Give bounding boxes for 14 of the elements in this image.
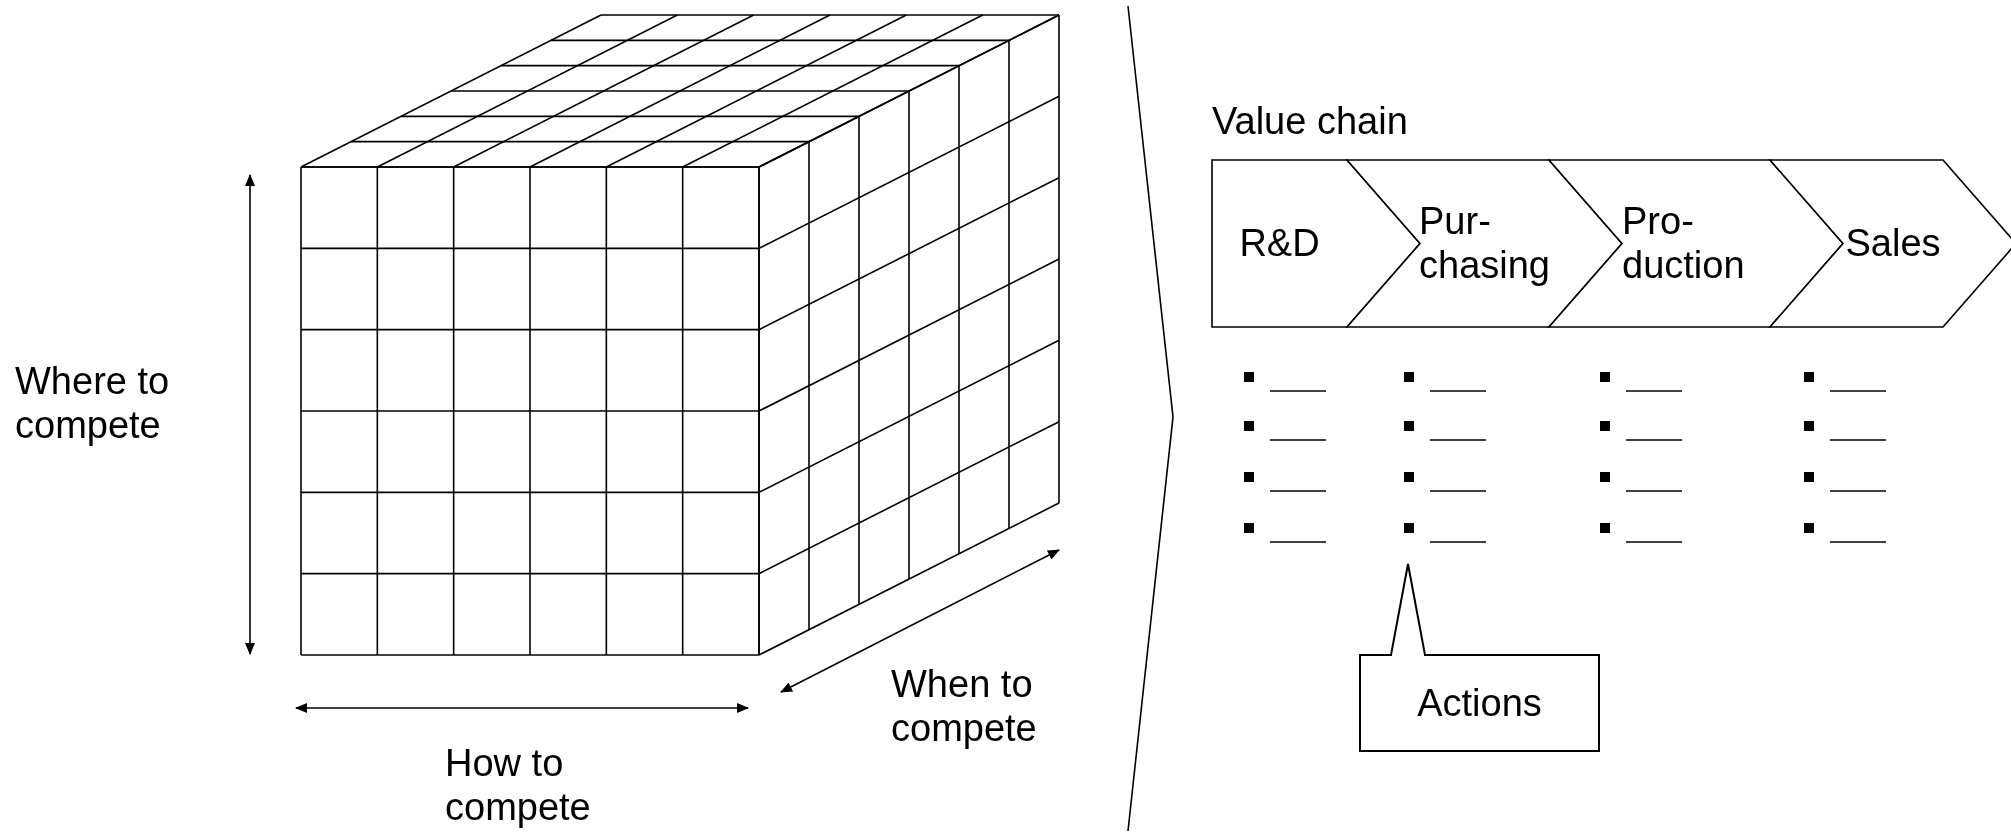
chevron-step <box>1549 160 1843 327</box>
callout-box <box>1359 564 1600 752</box>
step-label: Sales <box>1845 221 1941 266</box>
chevron-step <box>1347 160 1622 327</box>
axis-label: How to compete <box>445 742 592 830</box>
axis-label: Where to compete <box>15 360 171 448</box>
callout-text: Actions <box>1417 681 1542 726</box>
step-label: Pro- duction <box>1622 199 1746 288</box>
chevron-step <box>1770 160 2011 327</box>
step-label: Pur- chasing <box>1419 199 1550 288</box>
axis-label: Value chain <box>1212 100 1409 144</box>
chevron-step <box>1212 160 1420 327</box>
step-label: R&D <box>1239 221 1320 266</box>
axis-label: When to compete <box>891 663 1038 751</box>
